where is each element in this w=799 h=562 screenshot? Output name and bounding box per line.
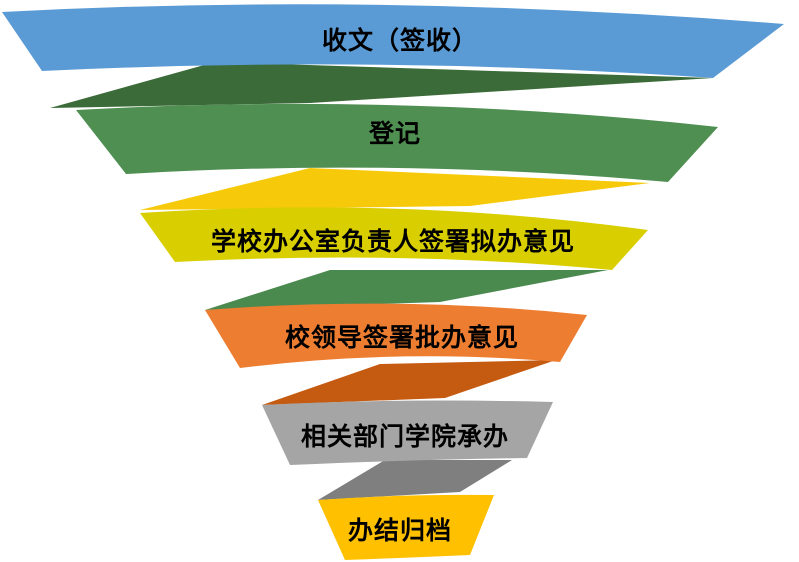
step-label-6: 办结归档 <box>348 516 452 545</box>
step-band-4 <box>205 303 587 368</box>
step-label-2: 登记 <box>368 119 421 148</box>
fold-3 <box>205 270 608 310</box>
fold-4 <box>262 360 556 405</box>
step-label-4: 校领导签署批办意见 <box>285 323 519 352</box>
step-label-3: 学校办公室负责人签署拟办意见 <box>211 227 575 256</box>
step-label-5: 相关部门学院承办 <box>301 422 509 451</box>
fold-5 <box>318 460 512 500</box>
step-band-2 <box>76 103 718 182</box>
step-band-6 <box>318 494 494 560</box>
step-band-3 <box>140 207 648 270</box>
step-band-5 <box>262 400 553 465</box>
step-label-1: 收文（签收） <box>322 26 478 55</box>
fold-2 <box>140 168 650 210</box>
fold-1 <box>50 62 713 108</box>
step-band-1 <box>2 4 784 78</box>
